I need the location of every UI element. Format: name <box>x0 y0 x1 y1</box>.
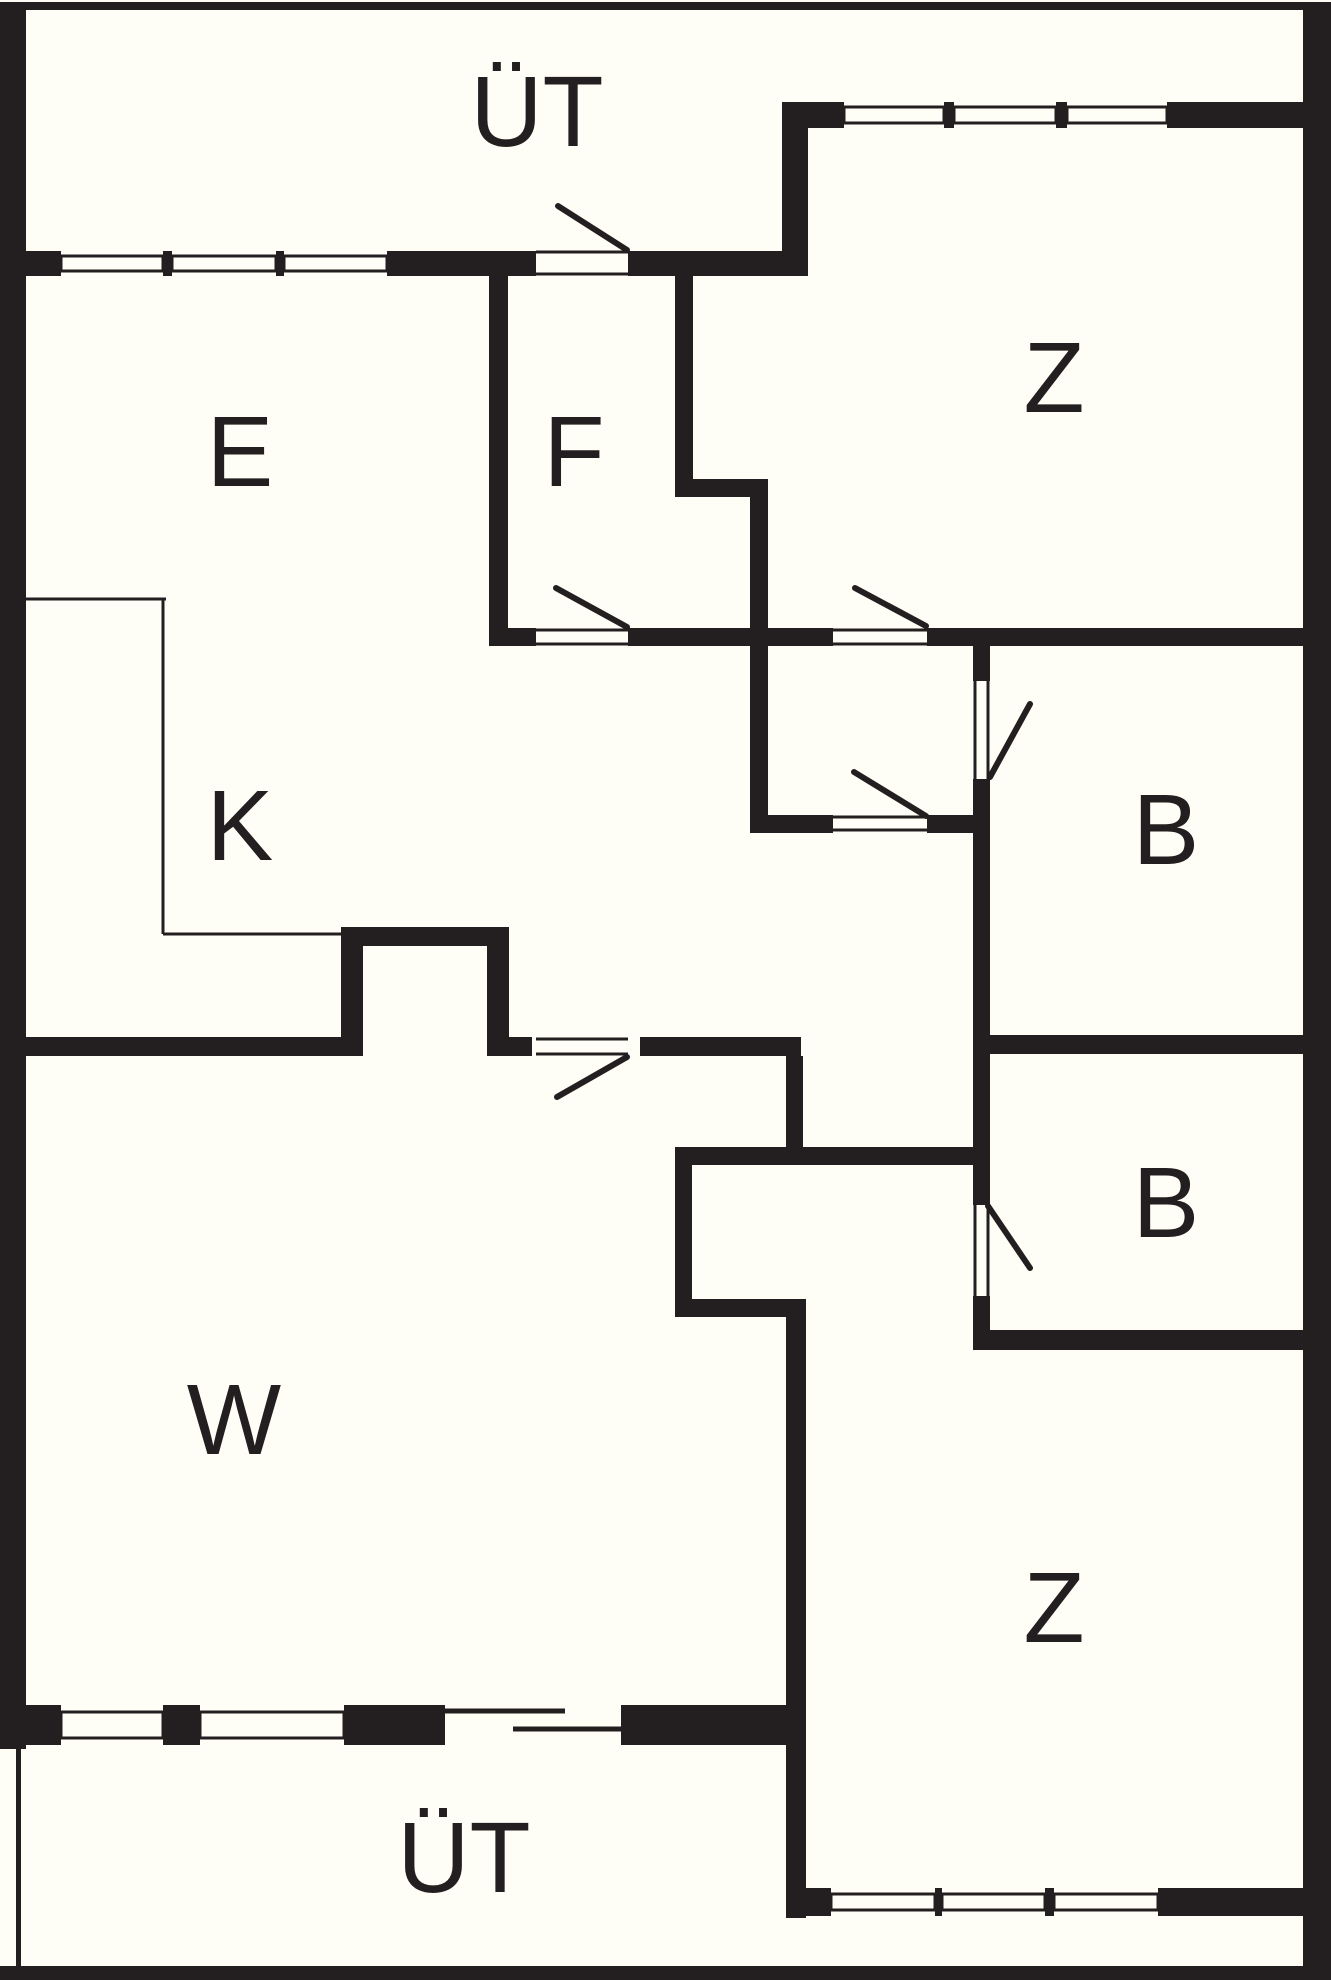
wall-segment <box>26 1037 341 1056</box>
door-swing <box>851 769 929 819</box>
window-opening <box>198 1710 346 1740</box>
wall-segment <box>26 1705 61 1745</box>
wall-segment <box>786 1299 806 1918</box>
room-label-terrace-bottom: ÜT <box>397 1802 530 1914</box>
room-label-room-k: K <box>207 770 274 882</box>
room-label-room-z-top: Z <box>1023 322 1084 434</box>
wall-segment <box>628 251 782 276</box>
wall-segment <box>750 815 833 833</box>
window-opening <box>59 254 165 273</box>
room-label-room-e: E <box>207 396 274 508</box>
wall-segment <box>276 251 284 276</box>
wall-segment <box>341 927 509 946</box>
wall-segment <box>927 628 1303 646</box>
room-label-room-f: F <box>543 396 604 508</box>
door-swing <box>852 585 929 629</box>
room-label-room-b-top: B <box>1133 774 1200 886</box>
wall-segment <box>1167 102 1303 128</box>
wall-segment <box>675 1147 977 1165</box>
wall-segment <box>163 1705 200 1745</box>
wall-segment <box>509 1037 532 1056</box>
wall-segment <box>786 1888 831 1916</box>
wall-segment <box>1158 1888 1303 1916</box>
wall-segment <box>628 628 833 646</box>
door-swing <box>553 585 630 630</box>
wall-segment <box>489 276 508 628</box>
wall-segment <box>621 1705 786 1745</box>
window-opening <box>952 105 1058 125</box>
wall-segment <box>927 815 973 833</box>
wall-segment <box>675 1299 803 1317</box>
window-opening <box>282 254 389 273</box>
door-swing <box>985 1203 1033 1271</box>
wall-segment <box>1303 2 1331 1980</box>
wall-segment <box>782 102 808 276</box>
wall-segment <box>944 102 954 128</box>
wall-segment <box>2 2 1329 10</box>
window-opening <box>829 1892 937 1912</box>
wall-segment <box>750 479 768 833</box>
room-label-room-b-bottom: B <box>1133 1147 1200 1259</box>
window-opening <box>59 1710 165 1740</box>
room-label-terrace-top: ÜT <box>470 56 603 168</box>
wall-segment <box>782 102 844 128</box>
window-opening <box>1052 1892 1160 1912</box>
wall-segment <box>675 479 767 497</box>
wall-segment <box>16 1749 21 1970</box>
wall-segment <box>489 628 536 646</box>
door-swing <box>987 701 1033 780</box>
window-opening <box>842 105 946 125</box>
wall-segment <box>344 1705 445 1745</box>
wall-segment <box>1056 102 1067 128</box>
wall-segment <box>675 1147 692 1317</box>
wall-segment <box>26 251 61 276</box>
wall-segment <box>675 276 693 497</box>
wall-segment <box>0 1966 1331 1980</box>
wall-segment <box>0 2 26 1749</box>
wall-segment <box>935 1888 942 1916</box>
wall-segment <box>973 646 990 681</box>
window-opening <box>170 254 278 273</box>
wall-segment <box>163 251 172 276</box>
room-label-room-z-bottom: Z <box>1023 1552 1084 1664</box>
wall-segment <box>387 251 536 276</box>
window-opening <box>1065 105 1169 125</box>
wall-segment <box>786 1056 803 1150</box>
wall-segment <box>640 1037 801 1056</box>
wall-segment <box>973 779 990 1205</box>
wall-segment <box>973 1330 1303 1350</box>
room-label-room-w: W <box>187 1364 282 1476</box>
door-swing <box>554 1054 630 1100</box>
wall-segment <box>487 946 509 1056</box>
wall-segment <box>1045 1888 1054 1916</box>
door-swing <box>555 203 630 253</box>
window-opening <box>940 1892 1047 1912</box>
wall-segment <box>341 927 363 1056</box>
wall-segment <box>990 1035 1303 1054</box>
